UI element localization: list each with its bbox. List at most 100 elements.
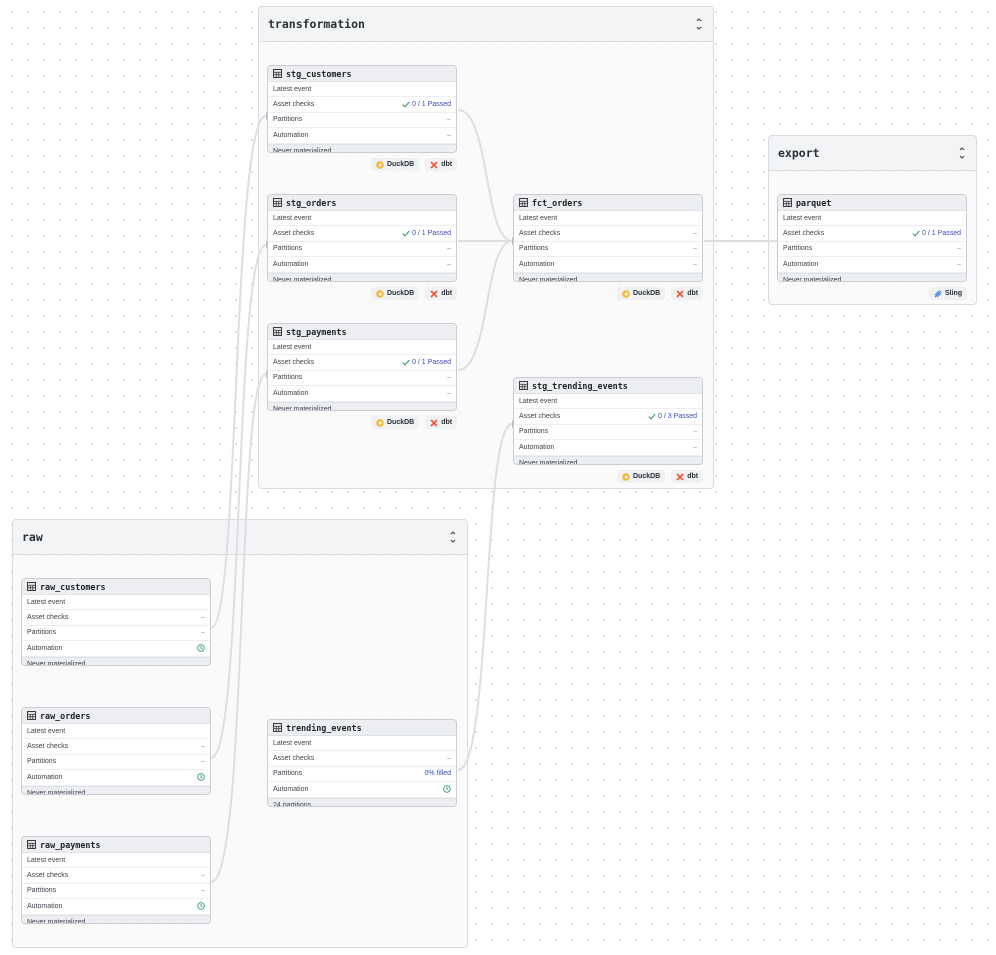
latest-event-row: Latest event — [778, 211, 966, 227]
materialization-status: Never materialized — [514, 455, 702, 464]
asset-checks-row[interactable]: Asset checks 0 / 1 Passed — [268, 226, 456, 242]
sling-label: Sling — [945, 290, 963, 297]
automation-value[interactable] — [443, 785, 451, 794]
asset-checks-row: Asset checks – — [22, 868, 210, 884]
clock-icon[interactable] — [197, 644, 205, 653]
asset-checks-label: Asset checks — [27, 872, 69, 880]
dbt-tag[interactable]: dbt — [425, 158, 458, 171]
partitions-label: Partitions — [27, 887, 57, 895]
automation-value: – — [957, 260, 961, 268]
automation-label: Automation — [273, 131, 309, 139]
automation-row: Automation– — [514, 257, 702, 273]
check-icon — [402, 101, 410, 108]
partitions-value: – — [201, 758, 205, 766]
sling-tag[interactable]: Sling — [929, 287, 968, 300]
asset-name: fct_orders — [532, 197, 583, 208]
duckdb-icon — [622, 289, 630, 298]
asset-name: raw_payments — [40, 839, 101, 850]
dbt-tag[interactable]: dbt — [425, 287, 458, 300]
duckdb-tag[interactable]: DuckDB — [617, 470, 666, 483]
asset-name: raw_orders — [40, 710, 91, 721]
clock-icon[interactable] — [443, 785, 451, 794]
automation-row: Automation — [22, 770, 210, 786]
dbt-label: dbt — [687, 473, 699, 480]
asset-checks-label: Asset checks — [273, 101, 315, 109]
asset-name: trending_events — [286, 722, 362, 733]
tags-fct-orders: DuckDB dbt — [617, 287, 704, 300]
asset-node-stg-trending-events[interactable]: stg_trending_events Latest event Asset c… — [513, 377, 703, 465]
table-icon — [273, 327, 282, 336]
automation-value[interactable] — [197, 902, 205, 911]
latest-event-row: Latest event — [268, 340, 456, 356]
asset-checks-row[interactable]: Asset checks 0 / 1 Passed — [268, 97, 456, 113]
partitions-row: Partitions– — [514, 425, 702, 441]
automation-value[interactable] — [197, 644, 205, 653]
automation-value: – — [447, 389, 451, 397]
duckdb-tag[interactable]: DuckDB — [371, 158, 420, 171]
duckdb-tag[interactable]: DuckDB — [371, 287, 420, 300]
asset-checks-value: – — [201, 872, 205, 880]
partitions-value: – — [447, 245, 451, 253]
partitions-row: Partitions– — [268, 371, 456, 387]
automation-value: – — [693, 443, 697, 451]
duckdb-label: DuckDB — [387, 419, 415, 426]
collapse-icon[interactable] — [448, 531, 458, 543]
clock-icon[interactable] — [197, 902, 205, 911]
asset-checks-label: Asset checks — [519, 413, 561, 421]
clock-icon[interactable] — [197, 773, 205, 782]
automation-value[interactable] — [197, 773, 205, 782]
asset-checks-value[interactable]: 0 / 1 Passed — [402, 101, 451, 108]
automation-label: Automation — [273, 260, 309, 268]
node-header: raw_customers — [22, 579, 210, 595]
automation-label: Automation — [783, 260, 819, 268]
materialization-status: Never materialized — [268, 143, 456, 152]
dbt-tag[interactable]: dbt — [671, 470, 704, 483]
asset-checks-value[interactable]: 0 / 1 Passed — [912, 230, 961, 237]
duckdb-tag[interactable]: DuckDB — [617, 287, 666, 300]
duckdb-tag[interactable]: DuckDB — [371, 416, 420, 429]
asset-checks-label: Asset checks — [273, 230, 315, 238]
tags-parquet: Sling — [929, 287, 968, 300]
asset-checks-value[interactable]: 0 / 1 Passed — [402, 359, 451, 366]
asset-node-fct-orders[interactable]: fct_orders Latest event Asset checks– Pa… — [513, 194, 703, 282]
automation-label: Automation — [273, 785, 309, 793]
asset-checks-row[interactable]: Asset checks 0 / 3 Passed — [514, 409, 702, 425]
latest-event-label: Latest event — [273, 214, 312, 222]
partitions-label: Partitions — [27, 629, 57, 637]
collapse-icon[interactable] — [694, 18, 704, 30]
dbt-label: dbt — [441, 161, 453, 168]
asset-name: stg_trending_events — [532, 380, 628, 391]
automation-value: – — [447, 260, 451, 268]
node-header: fct_orders — [514, 195, 702, 211]
table-icon — [519, 198, 528, 207]
asset-node-trending-events[interactable]: trending_events Latest event Asset check… — [267, 719, 457, 807]
asset-checks-value[interactable]: 0 / 3 Passed — [648, 413, 697, 420]
asset-checks-value[interactable]: 0 / 1 Passed — [402, 230, 451, 237]
latest-event-row: Latest event — [268, 82, 456, 98]
materialization-status: Never materialized — [268, 401, 456, 410]
partitions-value[interactable]: 0% filled — [424, 770, 451, 778]
dbt-icon — [676, 289, 684, 298]
collapse-icon[interactable] — [957, 147, 967, 159]
group-header-raw[interactable]: raw — [13, 520, 467, 555]
automation-label: Automation — [519, 443, 555, 451]
dbt-tag[interactable]: dbt — [671, 287, 704, 300]
dbt-icon — [430, 418, 438, 427]
dbt-icon — [430, 289, 438, 298]
asset-node-raw-customers[interactable]: raw_customers Latest event Asset checks–… — [21, 578, 211, 666]
asset-checks-label: Asset checks — [519, 230, 561, 238]
group-header-export[interactable]: export — [769, 136, 976, 171]
group-title: export — [778, 146, 820, 160]
asset-node-raw-payments[interactable]: raw_payments Latest event Asset checks– … — [21, 836, 211, 924]
table-icon — [27, 840, 36, 849]
asset-node-raw-orders[interactable]: raw_orders Latest event Asset checks– Pa… — [21, 707, 211, 795]
dbt-tag[interactable]: dbt — [425, 416, 458, 429]
group-header-transformation[interactable]: transformation — [259, 7, 713, 42]
